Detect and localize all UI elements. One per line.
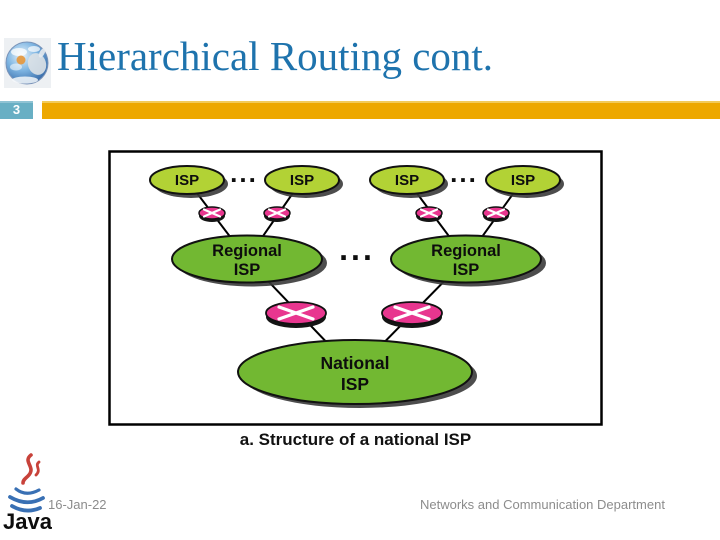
isp-node-1: ISP <box>149 165 228 198</box>
accent-bar <box>42 101 720 119</box>
regional-label-line2: ISP <box>234 261 261 279</box>
regional-isp-left: Regional ISP <box>171 234 327 287</box>
isp-label: ISP <box>175 172 199 189</box>
isp-label: ISP <box>511 172 535 189</box>
ellipsis-top-left: ... <box>230 158 258 188</box>
national-label-line1: National <box>320 353 389 373</box>
regional-label-line2: ISP <box>453 261 480 279</box>
router-x-glyph <box>277 305 315 321</box>
coffee-cup-arcs <box>8 487 45 513</box>
router-icon-regional-right <box>381 301 443 328</box>
steam-icon <box>21 453 33 485</box>
page-number-badge: 3 <box>0 101 33 119</box>
java-coffee-logo: Java <box>3 453 52 534</box>
router-x-glyph <box>419 208 439 218</box>
router-icon-4 <box>482 206 510 222</box>
footer-department: Networks and Communication Department <box>420 497 665 512</box>
isp-node-2: ISP <box>264 165 343 198</box>
router-icon-1 <box>198 206 226 222</box>
isp-label: ISP <box>290 172 314 189</box>
isp-node-3: ISP <box>369 165 448 198</box>
regional-label-line1: Regional <box>431 242 501 260</box>
ellipsis-middle: ... <box>339 231 375 267</box>
globe-icon <box>4 38 51 88</box>
national-isp: National ISP <box>237 339 477 408</box>
figure-caption: a. Structure of a national ISP <box>239 430 472 449</box>
isp-label: ISP <box>395 172 419 189</box>
steam-icon <box>34 460 41 477</box>
regional-label-line1: Regional <box>212 242 282 260</box>
isp-hierarchy-diagram: ISP ... ISP ISP ... ISP Regional ISP ... <box>108 150 603 426</box>
router-x-glyph <box>202 208 222 218</box>
slide-title: Hierarchical Routing cont. <box>57 33 494 79</box>
router-icon-regional-left <box>265 301 327 328</box>
java-logo-text: Java <box>3 509 52 534</box>
regional-isp-right: Regional ISP <box>390 234 546 287</box>
router-x-glyph <box>267 208 287 218</box>
ellipsis-top-right: ... <box>450 158 478 188</box>
footer-date: 16-Jan-22 <box>48 497 107 512</box>
isp-node-4: ISP <box>485 165 564 198</box>
router-x-glyph <box>486 208 506 218</box>
router-icon-3 <box>415 206 443 222</box>
router-x-glyph <box>393 305 431 321</box>
router-icon-2 <box>263 206 291 222</box>
national-label-line2: ISP <box>341 374 370 394</box>
figure-area: ISP ... ISP ISP ... ISP Regional ISP ... <box>108 150 603 426</box>
